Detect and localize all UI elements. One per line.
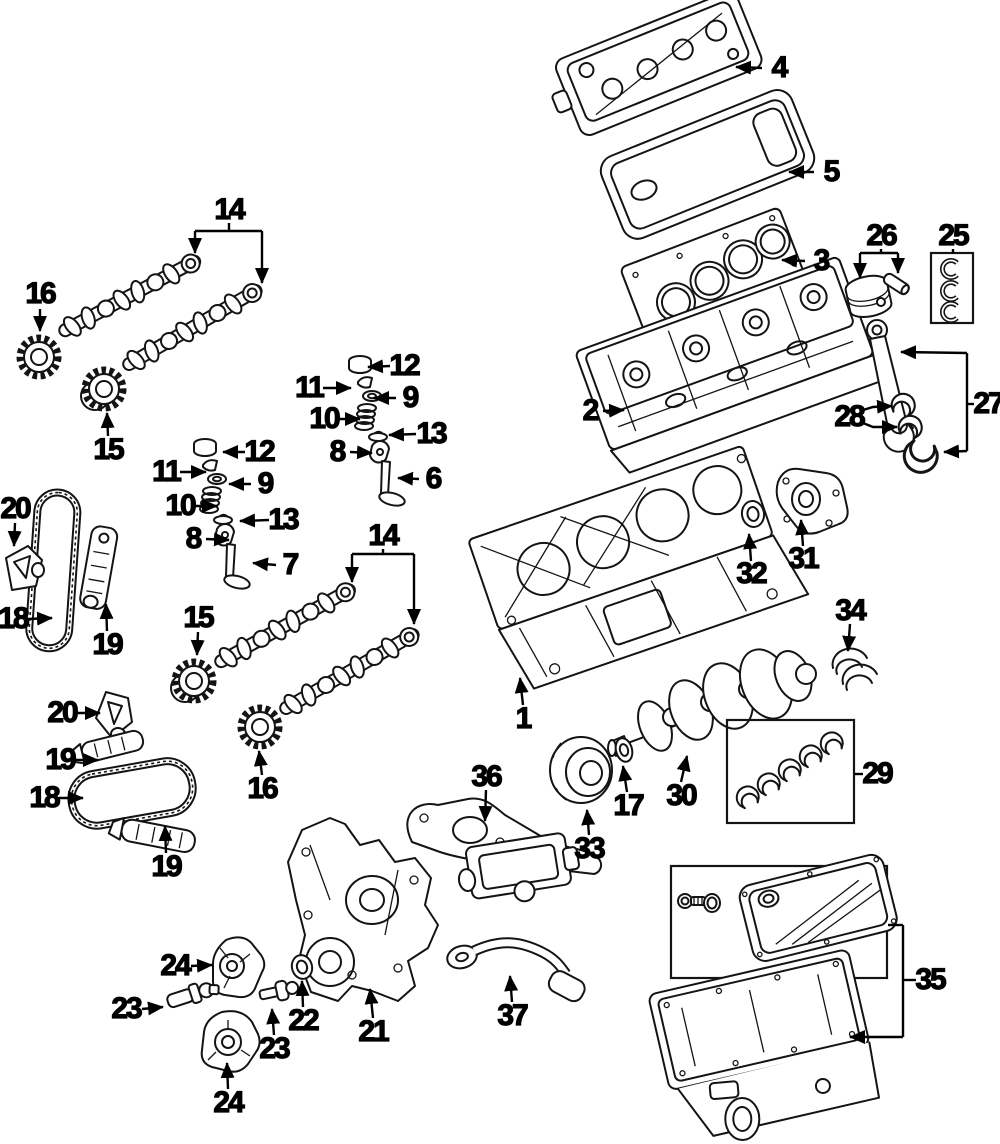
leader-line-8a	[349, 445, 373, 460]
oil-pickup-tube-drawing	[446, 937, 586, 1003]
leader-line-12a	[367, 359, 391, 374]
leader-line-22	[295, 980, 310, 1008]
leader-line-15a	[100, 412, 115, 437]
front-seal-drawing	[290, 954, 314, 980]
leader-line-17	[618, 765, 633, 793]
leader-line-23a	[141, 1001, 164, 1016]
leader-line-15b	[190, 631, 205, 656]
cam-sprocket-drawing	[80, 370, 123, 410]
leader-line-31	[795, 519, 810, 547]
crank-pulley-drawing	[549, 736, 613, 804]
leader-line-3	[781, 253, 806, 268]
valve-cover-gasket-drawing	[599, 89, 816, 240]
leader-line-28	[862, 399, 893, 414]
cam-sprocket-drawing	[20, 338, 58, 376]
oil-pump-drawing	[457, 832, 581, 903]
leader-line-27	[900, 345, 968, 360]
leader-line-13a	[388, 427, 417, 442]
leader-line-34	[842, 623, 857, 652]
crankshaft-drawing	[607, 648, 817, 757]
leader-line-8b	[205, 532, 230, 547]
leader-line-37	[504, 975, 519, 1003]
water-pump-cover-drawing	[212, 936, 266, 999]
leader-line-20a	[7, 522, 22, 547]
leader-line-13b	[239, 513, 270, 528]
leader-line-30	[676, 755, 691, 783]
leader-line-4	[735, 60, 763, 75]
valve-parts-drawing	[348, 355, 408, 509]
leader-line-19c	[158, 825, 173, 854]
pulley-washer-drawing	[614, 737, 634, 763]
thrust-washers-drawing	[831, 647, 878, 691]
upper-oil-pan-box	[669, 853, 898, 980]
cam-sprocket-drawing	[241, 708, 279, 746]
camshaft-drawing	[209, 575, 362, 676]
leader-line-2	[602, 403, 625, 418]
leader-line-1	[514, 677, 529, 706]
chain-guide-drawing	[107, 817, 196, 853]
leader-line-24a	[190, 958, 213, 973]
cylinder-head-drawing	[575, 256, 894, 474]
leader-line-19a	[99, 603, 114, 632]
crank-seal-drawing	[740, 500, 766, 528]
snap-ring-box	[929, 251, 975, 325]
valve-parts-drawing	[193, 438, 253, 592]
head-gasket-drawing	[620, 207, 808, 344]
rear-seal-plate-drawing	[775, 467, 849, 535]
leader-line-28	[862, 420, 898, 434]
engine-block-drawing	[468, 445, 810, 690]
main-bearing-box	[725, 718, 856, 825]
leader-line-7	[252, 557, 277, 572]
leader-line-33	[581, 809, 596, 836]
leader-line-16b	[253, 750, 268, 776]
leader-line-32	[743, 533, 758, 562]
camshaft-drawing	[273, 620, 425, 723]
leader-line-6	[397, 471, 420, 486]
water-pump-drawing	[200, 1010, 261, 1073]
piston-pin-drawing	[882, 272, 910, 296]
timing-solenoid-drawing	[258, 979, 300, 1002]
leader-line-36	[478, 789, 493, 822]
lower-oil-pan-drawing	[648, 949, 881, 1141]
connecting-rod-drawing	[866, 319, 915, 453]
leader-line-18a	[27, 611, 53, 626]
chain-tensioner-drawing	[5, 545, 45, 591]
leader-line-24b	[220, 1062, 235, 1090]
leader-line-23b	[266, 1008, 281, 1036]
cam-sprocket-drawing	[170, 662, 213, 702]
leader-line-21	[364, 988, 379, 1019]
leader-lines	[7, 60, 974, 1090]
leader-line-27	[943, 444, 968, 459]
chain-tensioner-drawing	[95, 691, 133, 741]
valve-cover-drawing	[551, 0, 763, 137]
chain-guide-drawing	[79, 525, 119, 610]
cam-sensor-drawing	[166, 982, 220, 1009]
